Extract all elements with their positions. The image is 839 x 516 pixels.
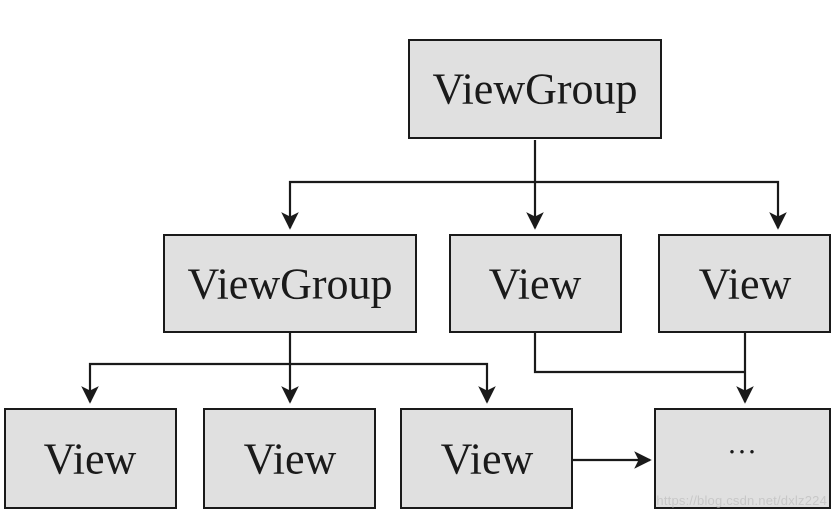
node-label: View (244, 435, 337, 484)
node-label: View (699, 260, 792, 309)
node-view-right: View (658, 234, 831, 333)
node-root-viewgroup: ViewGroup (408, 39, 662, 139)
node-label: ViewGroup (187, 260, 392, 309)
node-child-viewgroup: ViewGroup (163, 234, 417, 333)
node-view-mid: View (449, 234, 622, 333)
watermark-url: https://blog.csdn.net/dxlz224 (656, 493, 827, 508)
node-label: ViewGroup (432, 65, 637, 114)
edge-root-to-view-right (535, 180, 787, 230)
connectors (81, 140, 787, 469)
edge-child-viewgroup-to-leaf-1 (81, 333, 292, 404)
node-label: View (44, 435, 137, 484)
node-ellipsis: ··· (654, 408, 831, 509)
edge-root-to-child-viewgroup (281, 140, 537, 230)
edge-child-viewgroup-to-leaf-3 (290, 362, 496, 404)
node-leaf-view-2: View (203, 408, 376, 509)
node-label: View (441, 435, 534, 484)
node-label: View (489, 260, 582, 309)
edge-view-mid-to-ellipsis (533, 333, 745, 374)
ellipsis-label: ··· (727, 436, 757, 469)
node-leaf-view-3: View (400, 408, 573, 509)
node-leaf-view-1: View (4, 408, 177, 509)
